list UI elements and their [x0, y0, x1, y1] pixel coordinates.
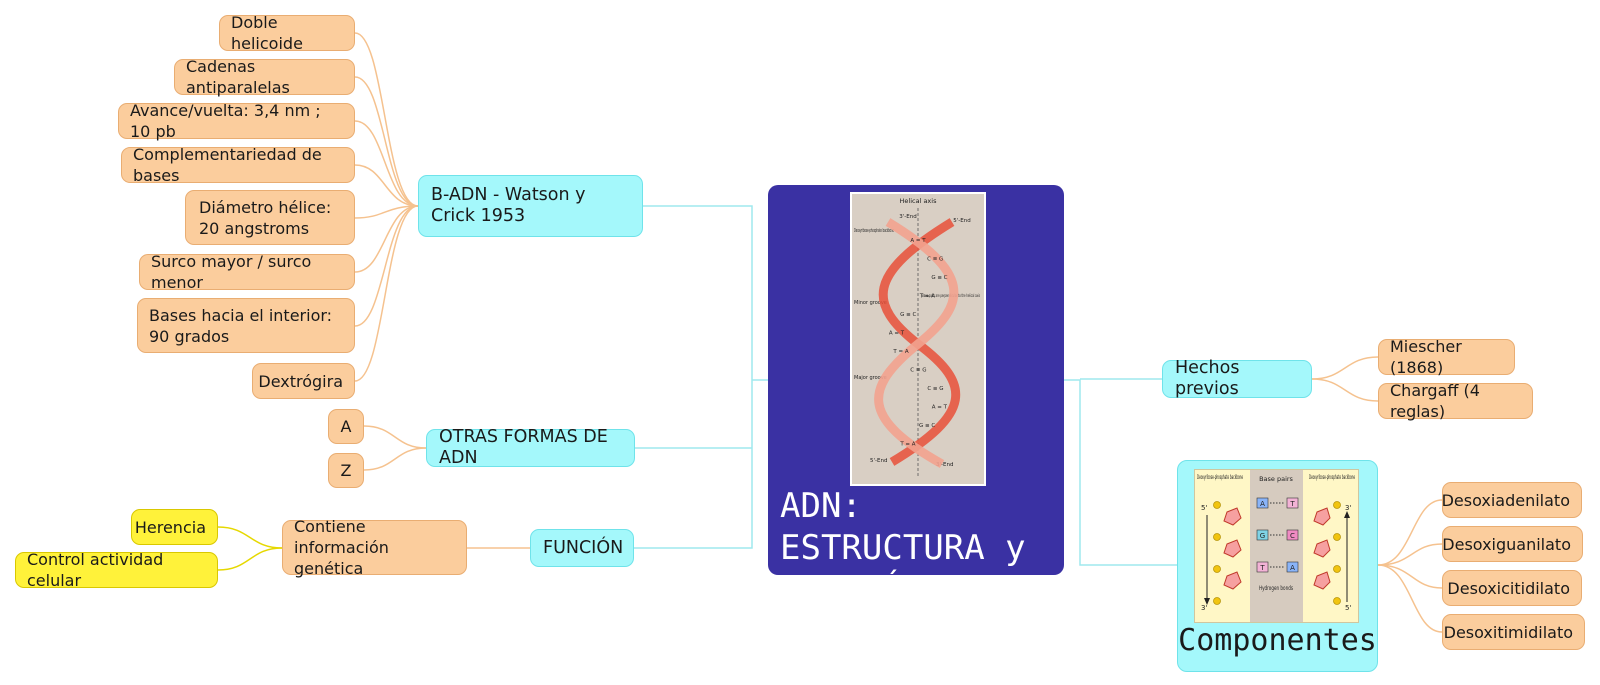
leaf-desoxiguanilato[interactable]: Desoxiguanilato [1442, 526, 1583, 562]
componentes-title: Componentes [1178, 623, 1377, 658]
branch-otras-label: OTRAS FORMAS DE ADN [439, 427, 608, 468]
base-box [1256, 561, 1269, 573]
leaf-label: Desoxiadenilato [1441, 490, 1570, 510]
branch-componentes[interactable]: Deoxyribose-phosphate backbone Base pair… [1177, 460, 1378, 672]
helix-base-pair: A = T [910, 238, 926, 244]
helix-base-pair: G ≡ C [900, 312, 916, 318]
leaf-desoxiadenilato[interactable]: Desoxiadenilato [1442, 482, 1582, 518]
comp-prime3-left: 3' [1201, 604, 1207, 612]
leaf-label: Desoxitimidilato [1443, 622, 1573, 642]
leaf-label: Desoxicitidilato [1447, 578, 1570, 598]
nucleotide-structure-icon: Deoxyribose-phosphate backbone Base pair… [1197, 470, 1355, 622]
leaf-doble-helicoide[interactable]: Doble helicoide [219, 13, 355, 53]
comp-base-pairs-label: Base pairs [1259, 475, 1293, 483]
base-letter: C [1290, 532, 1295, 540]
leaf-label: Complementariedad de bases [133, 145, 322, 185]
branch-otras-formas[interactable]: OTRAS FORMAS DE ADN [426, 427, 635, 468]
branch-b-adn-label: B-ADN - Watson y Crick 1953 [431, 185, 586, 226]
leaf-label: Control actividad celular [27, 550, 164, 590]
helix-major-groove: Major groove [854, 375, 887, 381]
base-letter: A [1290, 564, 1295, 572]
leaf-label: Surco mayor / surco menor [151, 252, 312, 292]
leaf-label: Dextrógira [258, 371, 343, 391]
helix-base-pair: G ≡ C [919, 423, 935, 429]
base-letter: G [1260, 532, 1265, 540]
helix-backbone-label: Deoxyribose-phosphate backbone [854, 228, 894, 234]
leaf-label: Cadenas antiparalelas [186, 57, 290, 97]
leaf-label: Herencia [134, 517, 206, 537]
leaf-forma-a[interactable]: A [328, 409, 364, 444]
helix-end3-top: 3'-End [899, 214, 916, 220]
leaf-forma-z[interactable]: Z [328, 453, 364, 488]
leaf-desoxitimidilato[interactable]: Desoxitimidilato [1442, 614, 1585, 650]
leaf-diametro-helice[interactable]: Diámetro hélice: 20 angstroms [185, 190, 355, 245]
helix-base-pair: A = T [889, 331, 905, 337]
central-title: ADN: ESTRUCTURA y FUNCIÓN [780, 486, 1026, 610]
comp-hydrogen-label: Hydrogen bonds [1259, 585, 1293, 592]
leaf-label: Miescher (1868) [1390, 337, 1462, 377]
leaf-dextrogira[interactable]: Dextrógira [252, 363, 355, 399]
leaf-avance-vuelta[interactable]: Avance/vuelta: 3,4 nm ; 10 pb [118, 101, 355, 141]
leaf-label: Contiene información genética [294, 517, 389, 578]
base-box [1286, 529, 1299, 541]
comp-backbone-left: Deoxyribose-phosphate backbone [1197, 474, 1243, 481]
branch-b-adn[interactable]: B-ADN - Watson y Crick 1953 [418, 175, 643, 237]
branch-hechos-label: Hechos previos [1175, 358, 1240, 399]
helix-base-pair: T = A [919, 294, 935, 300]
leaf-label: Z [340, 461, 352, 480]
dna-helix-image: Helical axis 3'-End 5'-End Deoxyribose-p… [850, 192, 986, 486]
leaf-label: Doble helicoide [231, 13, 303, 53]
leaf-control-actividad[interactable]: Control actividad celular [15, 550, 218, 590]
helix-base-pair: C ≡ G [910, 368, 926, 374]
helix-base-pair: C ≡ G [927, 386, 943, 392]
leaf-herencia[interactable]: Herencia [131, 509, 218, 545]
helix-end5-bottom: 5'-End [870, 458, 887, 464]
leaf-label: Bases hacia el interior: 90 grados [149, 305, 333, 346]
leaf-complementariedad[interactable]: Complementariedad de bases [121, 145, 355, 185]
helix-base-pair: A = T [932, 405, 948, 411]
leaf-label: Desoxiguanilato [1442, 534, 1571, 554]
comp-prime5-right: 5' [1345, 604, 1351, 612]
base-letter: T [1289, 500, 1295, 508]
base-box [1256, 529, 1269, 541]
leaf-label: Chargaff (4 reglas) [1390, 381, 1480, 421]
base-box [1286, 497, 1299, 509]
leaf-cadenas-antiparalelas[interactable]: Cadenas antiparalelas [174, 57, 355, 97]
leaf-contiene-informacion[interactable]: Contiene información genética [282, 517, 467, 578]
leaf-desoxicitidilato[interactable]: Desoxicitidilato [1442, 570, 1582, 606]
branch-funcion[interactable]: FUNCIÓN [530, 529, 634, 567]
base-letter: T [1259, 564, 1265, 572]
comp-prime3-right: 3' [1345, 504, 1351, 512]
leaf-label: Diámetro hélice: 20 angstroms [199, 197, 332, 238]
comp-backbone-right: Deoxyribose-phosphate backbone [1309, 474, 1355, 481]
helix-base-pair: T = A [892, 349, 908, 355]
helix-base-pair: G ≡ C [931, 275, 947, 281]
base-letter: A [1260, 500, 1265, 508]
dna-helix-icon: Helical axis 3'-End 5'-End Deoxyribose-p… [854, 197, 980, 476]
leaf-surcos[interactable]: Surco mayor / surco menor [139, 252, 355, 292]
branch-funcion-label: FUNCIÓN [543, 537, 624, 558]
base-box [1256, 497, 1269, 509]
helix-base-pair: C ≡ G [927, 257, 943, 263]
leaf-bases-interior[interactable]: Bases hacia el interior: 90 grados [137, 298, 355, 353]
central-topic[interactable]: Helical axis 3'-End 5'-End Deoxyribose-p… [768, 185, 1064, 610]
comp-prime5-left: 5' [1201, 504, 1207, 512]
components-image: Deoxyribose-phosphate backbone Base pair… [1194, 469, 1359, 623]
leaf-miescher[interactable]: Miescher (1868) [1378, 337, 1515, 377]
leaf-label: A [340, 417, 352, 436]
helix-axis-label: Helical axis [900, 197, 938, 205]
helix-end5-top: 5'-End [953, 218, 970, 224]
leaf-chargaff[interactable]: Chargaff (4 reglas) [1378, 381, 1533, 421]
helix-base-pair: T = A [899, 442, 915, 448]
helix-minor-groove: Minor groove [854, 300, 887, 306]
base-box [1286, 561, 1299, 573]
leaf-label: Avance/vuelta: 3,4 nm ; 10 pb [130, 101, 321, 141]
branch-hechos-previos[interactable]: Hechos previos [1162, 358, 1312, 399]
helix-end3-bottom: 3'-End [936, 462, 953, 468]
